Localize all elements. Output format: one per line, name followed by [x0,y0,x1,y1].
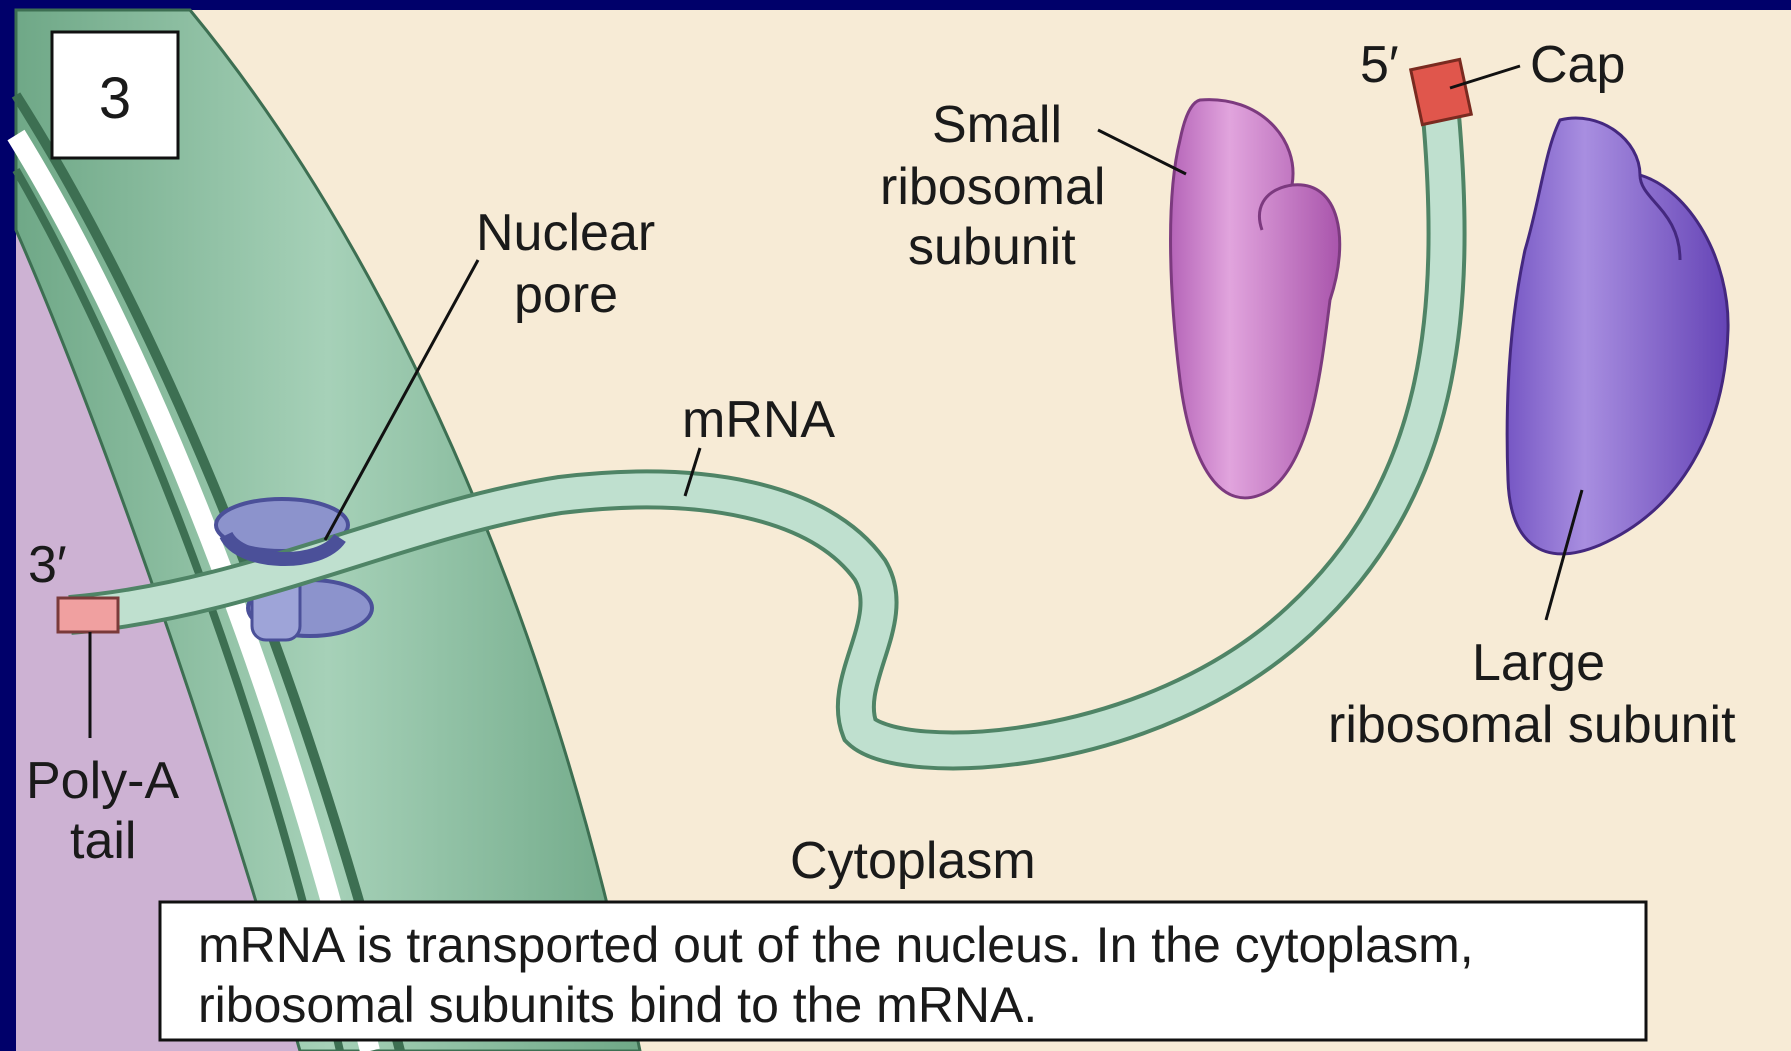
label-small-subunit-3: subunit [908,218,1076,276]
label-large-subunit-2: ribosomal subunit [1328,696,1736,754]
label-small-subunit-2: ribosomal [880,158,1105,216]
label-three-prime: 3′ [28,536,67,594]
poly-a-tail-segment [58,598,118,632]
caption-line-2: ribosomal subunits bind to the mRNA. [198,977,1037,1033]
caption-line-1: mRNA is transported out of the nucleus. … [198,917,1474,973]
label-poly-a-2: tail [70,812,136,870]
step-number: 3 [99,66,131,131]
label-large-subunit-1: Large [1472,634,1605,692]
label-cap: Cap [1530,36,1625,94]
label-small-subunit-1: Small [932,96,1062,154]
label-mrna: mRNA [682,391,835,449]
label-cytoplasm: Cytoplasm [790,832,1036,890]
label-nuclear-pore-1: Nuclear [476,204,655,262]
label-poly-a-1: Poly-A [26,752,179,810]
label-five-prime: 5′ [1360,36,1399,94]
label-nuclear-pore-2: pore [514,266,618,324]
five-prime-cap [1411,59,1472,124]
